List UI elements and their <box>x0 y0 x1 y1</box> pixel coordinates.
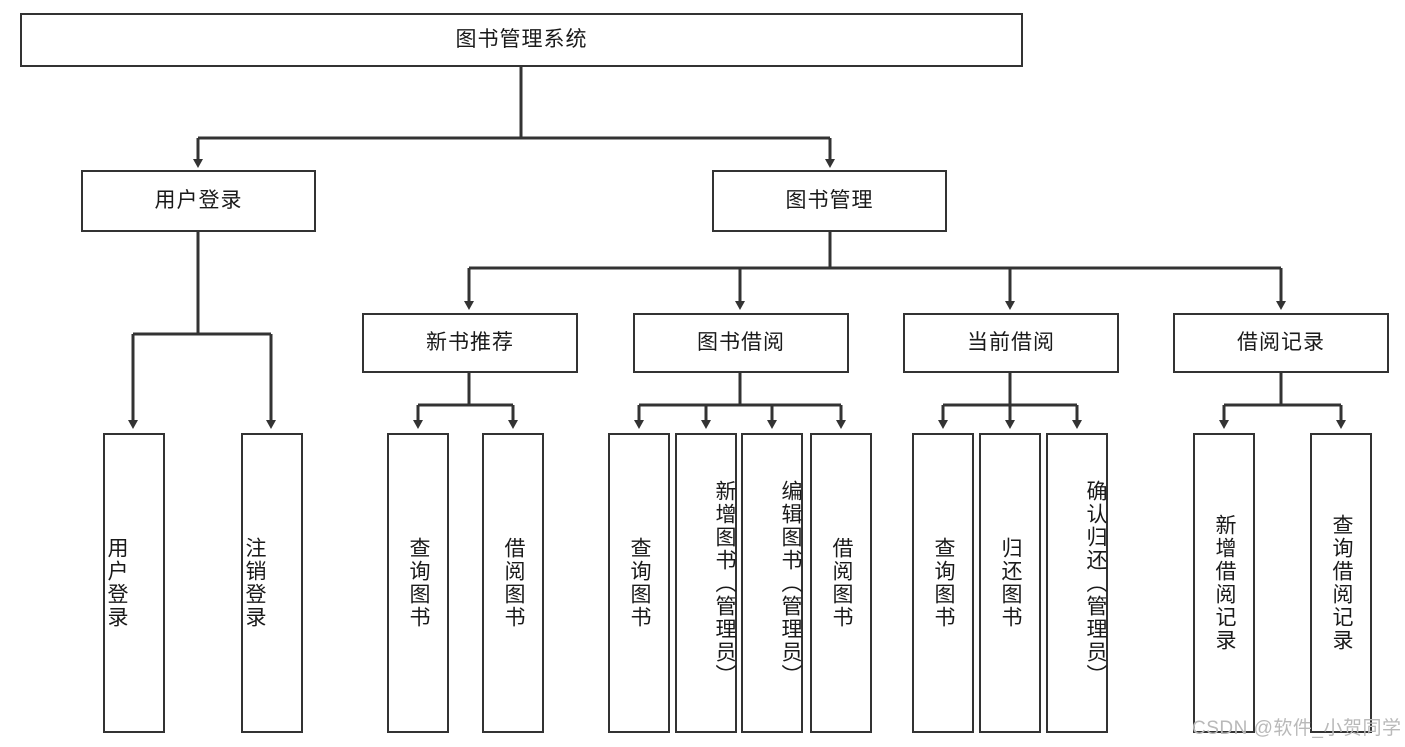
node-book-borrow[interactable]: 图书借阅 <box>633 313 849 373</box>
leaf-borrow-book[interactable]: 借阅图书 <box>810 433 872 733</box>
leaf-user-login[interactable]: 用户登录 <box>103 433 165 733</box>
node-label: 新增借阅记录 <box>1213 514 1237 652</box>
node-label: 查询图书 <box>932 537 956 629</box>
node-label: 用户登录 <box>105 537 129 629</box>
node-label: 新增图书（管理员） <box>713 479 736 687</box>
node-label: 注销登录 <box>243 537 267 629</box>
leaf-query-borrow-record[interactable]: 查询借阅记录 <box>1310 433 1372 733</box>
leaf-logout[interactable]: 注销登录 <box>241 433 303 733</box>
node-current-borrow[interactable]: 当前借阅 <box>903 313 1119 373</box>
leaf-confirm-return-admin[interactable]: 确认归还（管理员） <box>1046 433 1108 733</box>
node-label: 借阅记录 <box>1237 331 1325 355</box>
node-label: 图书管理 <box>785 189 874 213</box>
node-label: 借阅图书 <box>830 537 854 629</box>
leaf-query-book-borrow[interactable]: 查询图书 <box>608 433 670 733</box>
node-label: 新书推荐 <box>426 331 514 355</box>
node-label: 查询借阅记录 <box>1330 514 1354 652</box>
node-label: 查询图书 <box>628 537 652 629</box>
node-label: 归还图书 <box>999 537 1023 629</box>
node-label: 当前借阅 <box>967 331 1055 355</box>
leaf-add-borrow-record[interactable]: 新增借阅记录 <box>1193 433 1255 733</box>
node-borrow-record[interactable]: 借阅记录 <box>1173 313 1389 373</box>
csdn-watermark: CSDN @软件_小贺同学 <box>1192 718 1402 739</box>
node-book-management[interactable]: 图书管理 <box>712 170 947 232</box>
leaf-add-book-admin[interactable]: 新增图书（管理员） <box>675 433 737 733</box>
node-new-book-recommend[interactable]: 新书推荐 <box>362 313 578 373</box>
node-label: 编辑图书（管理员） <box>779 479 802 687</box>
node-label: 确认归还（管理员） <box>1084 479 1107 687</box>
node-label: 用户登录 <box>154 189 243 213</box>
leaf-edit-book-admin[interactable]: 编辑图书（管理员） <box>741 433 803 733</box>
leaf-query-book-current[interactable]: 查询图书 <box>912 433 974 733</box>
leaf-query-book-recommend[interactable]: 查询图书 <box>387 433 449 733</box>
node-label: 图书借阅 <box>697 331 785 355</box>
node-label: 图书管理系统 <box>455 28 588 52</box>
node-label: 借阅图书 <box>502 537 526 629</box>
node-label: 查询图书 <box>407 537 431 629</box>
leaf-borrow-book-recommend[interactable]: 借阅图书 <box>482 433 544 733</box>
node-root-book-management-system[interactable]: 图书管理系统 <box>20 13 1023 67</box>
node-user-login[interactable]: 用户登录 <box>81 170 316 232</box>
leaf-return-book[interactable]: 归还图书 <box>979 433 1041 733</box>
